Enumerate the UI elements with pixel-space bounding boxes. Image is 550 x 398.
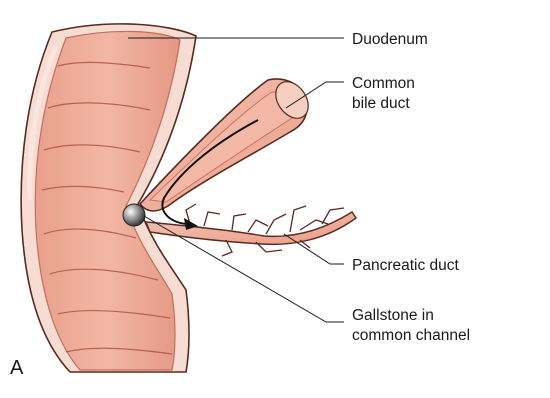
- label-gallstone-line1: Gallstone in: [352, 307, 434, 324]
- label-common-bile-duct-line2: bile duct: [352, 95, 410, 112]
- panel-letter: A: [10, 357, 24, 379]
- label-duodenum: Duodenum: [352, 31, 428, 48]
- gallstone: [123, 204, 145, 226]
- label-gallstone-line2: common channel: [352, 327, 470, 344]
- label-pancreatic-duct: Pancreatic duct: [352, 257, 460, 274]
- label-common-bile-duct-line1: Common: [352, 75, 415, 92]
- pancreatic-duct: [146, 204, 356, 256]
